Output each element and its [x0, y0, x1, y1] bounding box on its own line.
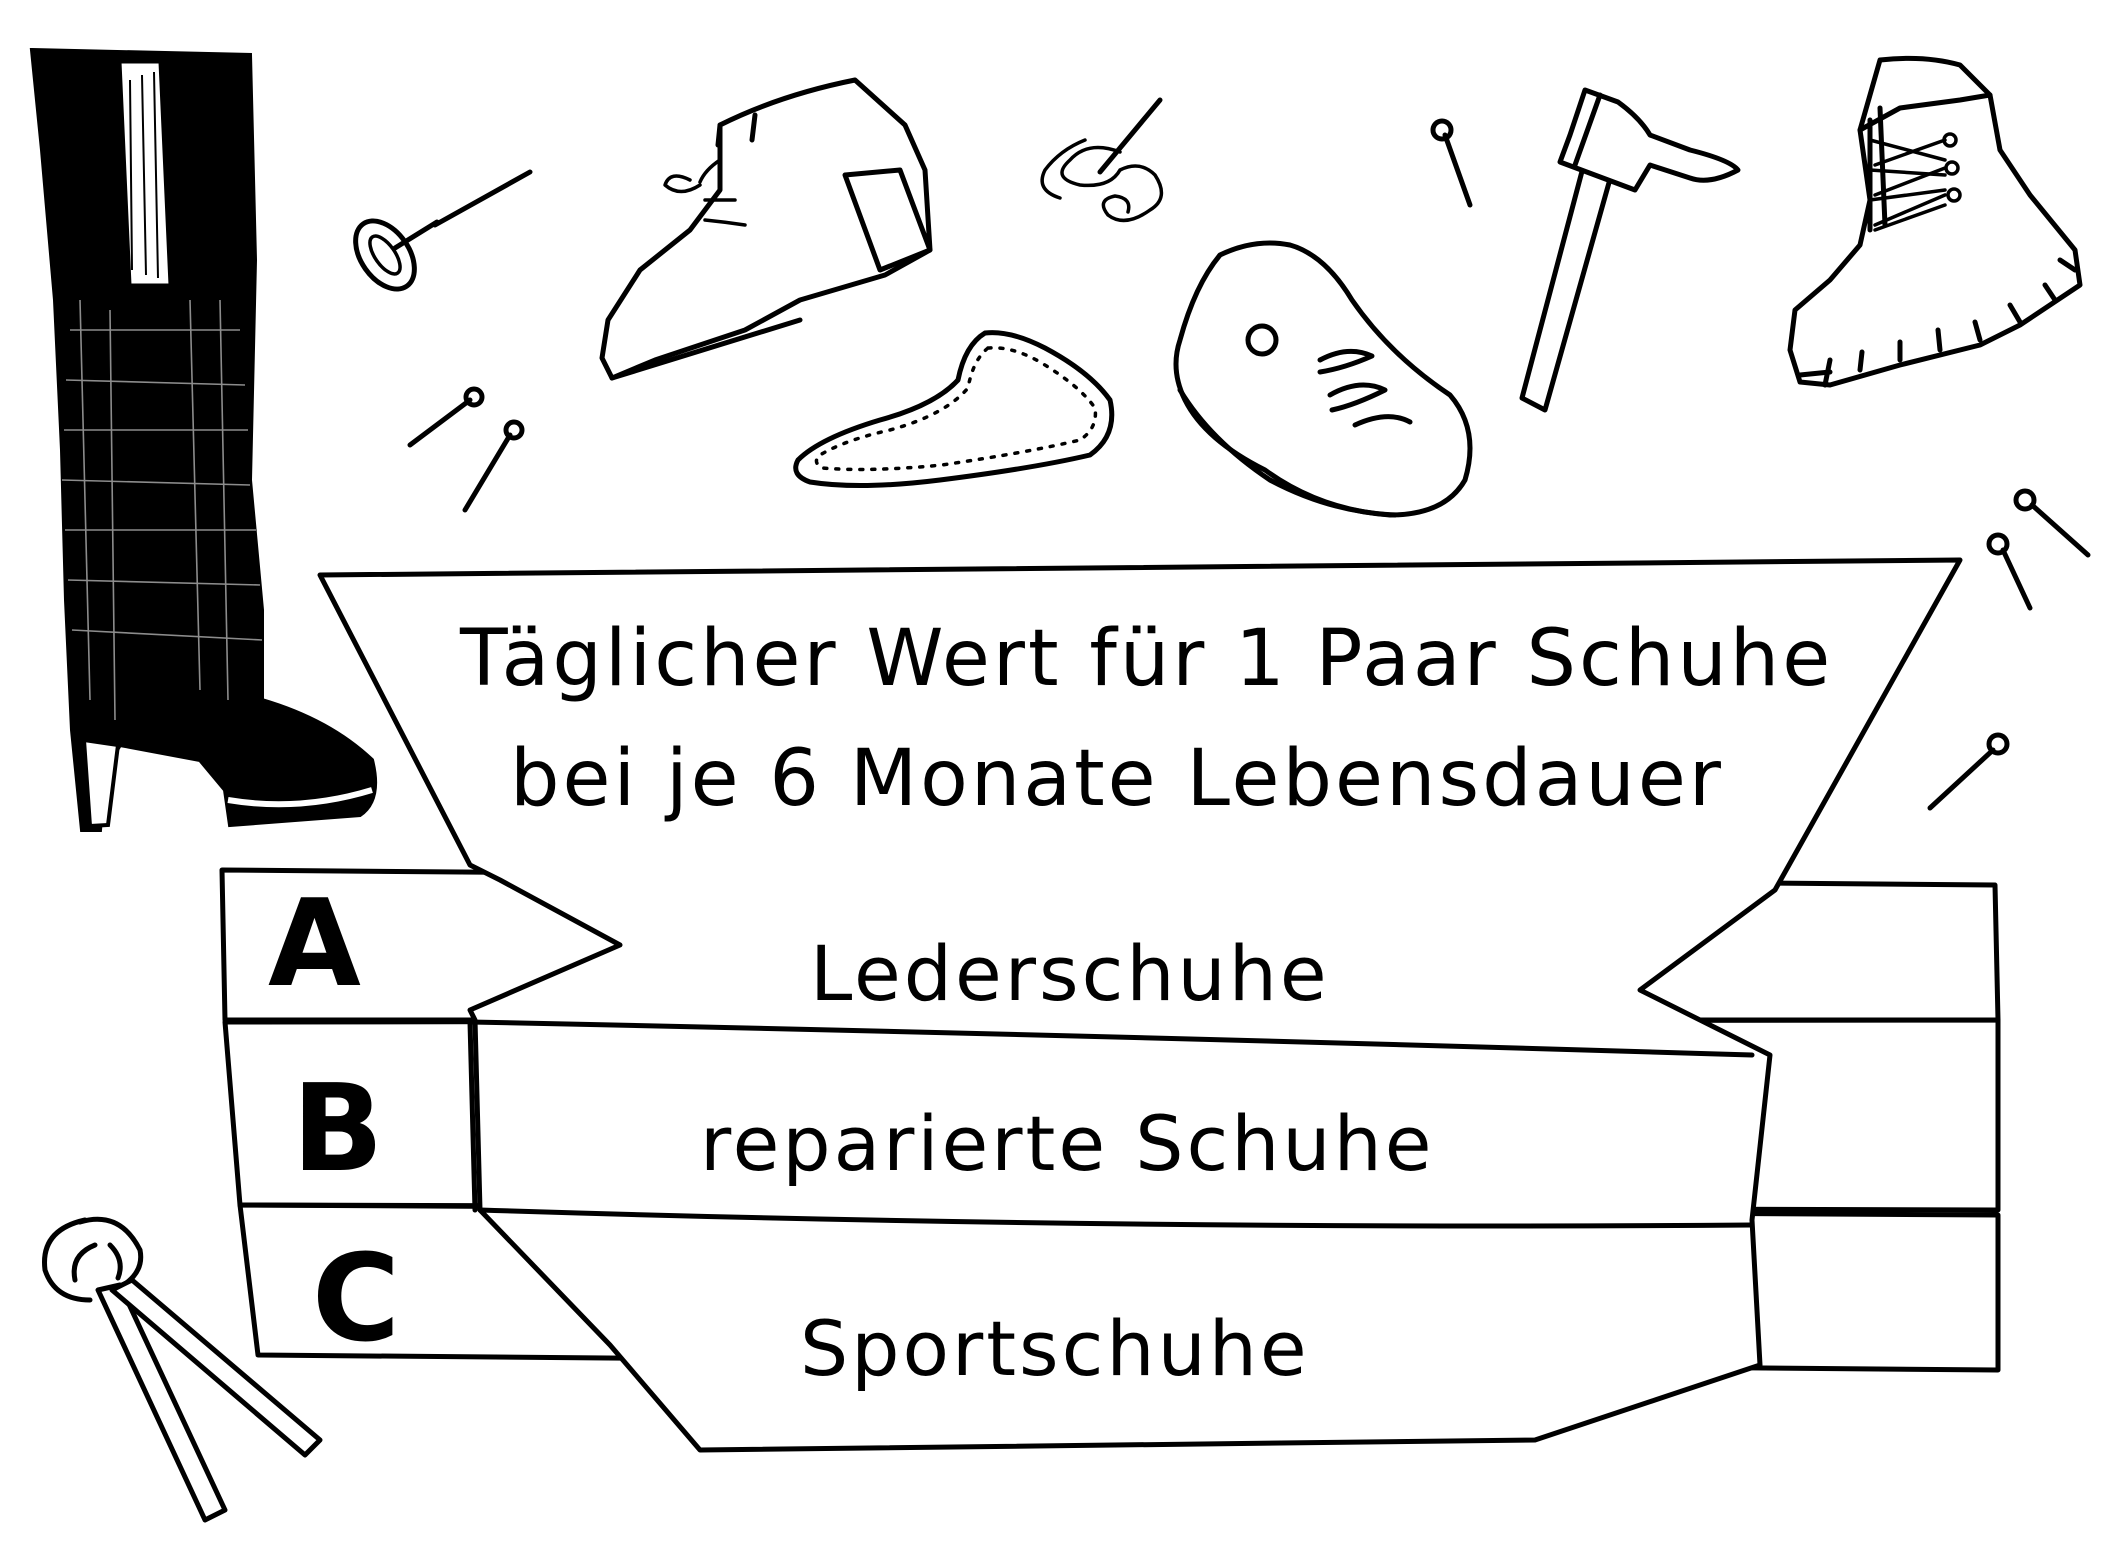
row-label-c: Sportschuhe	[800, 1304, 1310, 1393]
row-label-a: Lederschuhe	[810, 929, 1330, 1018]
row-letter-a: A	[268, 875, 361, 1014]
title-banner	[317, 557, 1963, 1453]
row-label-b: reparierte Schuhe	[700, 1099, 1435, 1188]
hiking-boot-icon	[1787, 55, 2083, 388]
sneaker-icon	[1173, 240, 1473, 518]
banner-title-line1: Täglicher Wert für 1 Paar Schuhe	[459, 614, 1833, 704]
hammer-icon	[1519, 87, 1741, 413]
sewing-needle-icon	[353, 169, 533, 292]
tall-black-boot-icon	[29, 47, 378, 832]
pincers-icon	[42, 1216, 323, 1523]
thread-needle-icon	[1040, 97, 1164, 223]
row-letter-c: C	[312, 1230, 400, 1369]
ankle-shoe-icon	[599, 77, 933, 381]
row-letter-b: B	[292, 1060, 383, 1199]
shoe-sole-icon	[793, 330, 1115, 489]
banner-title-line2: bei je 6 Monate Lebensdauer	[510, 734, 1724, 824]
